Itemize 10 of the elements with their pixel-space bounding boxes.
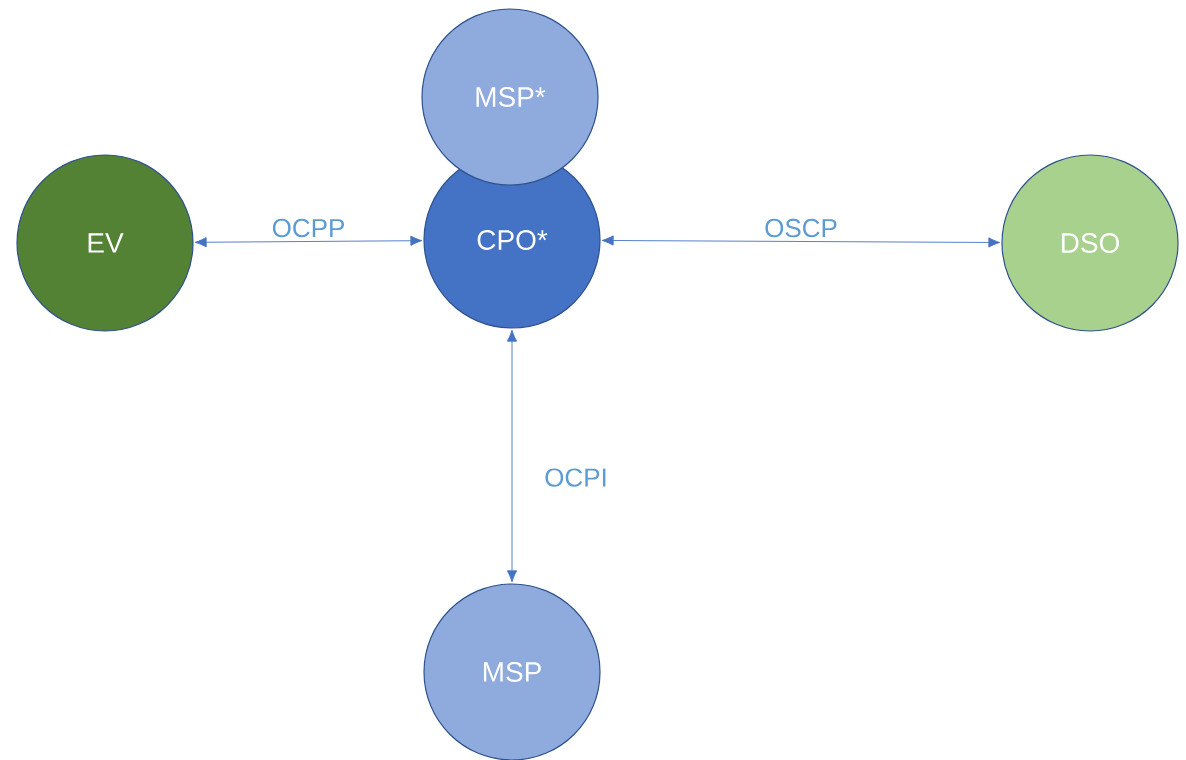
arrow bbox=[601, 235, 1001, 248]
arrow bbox=[506, 329, 518, 583]
circle-node: DSO bbox=[1001, 154, 1179, 332]
edge-label: OCPI bbox=[545, 468, 606, 487]
edge-label: OCPP bbox=[272, 218, 344, 238]
edge-label: OSCP bbox=[765, 218, 837, 238]
arrow bbox=[194, 235, 423, 248]
circle-node: EV bbox=[16, 154, 194, 332]
circle-node: MSP* bbox=[421, 8, 599, 186]
circle-node: MSP bbox=[423, 583, 601, 760]
